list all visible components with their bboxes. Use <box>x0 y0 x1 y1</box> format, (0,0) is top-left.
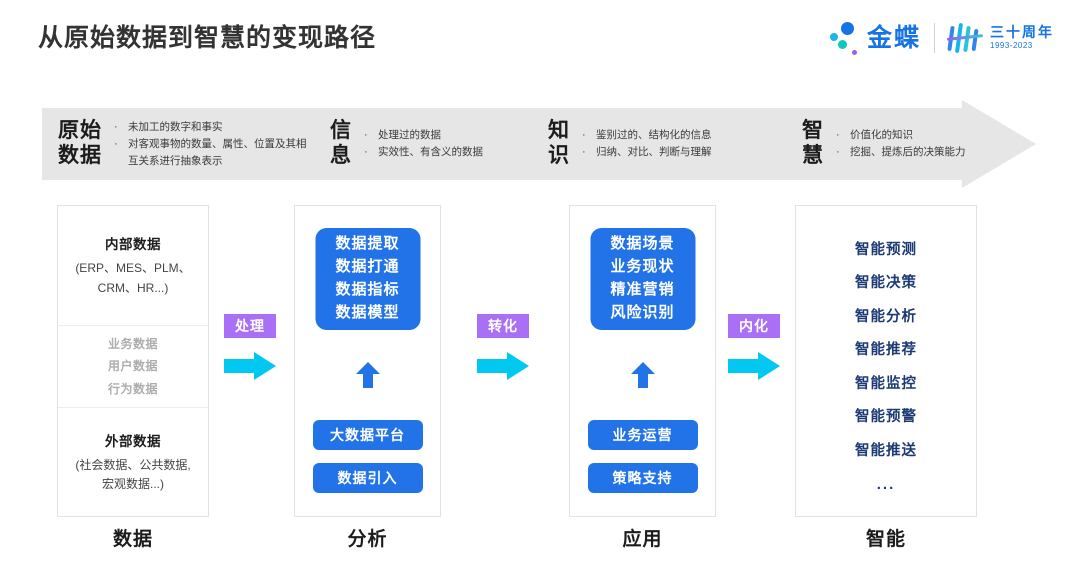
up-arrow-icon <box>355 362 380 388</box>
panel-item: 业务现状 <box>610 258 675 276</box>
internal-data-block: 内部数据 (ERP、MES、PLM、 CRM、HR...) <box>58 206 208 326</box>
stage-title: 智 慧 <box>802 119 824 167</box>
stage-title: 信 息 <box>330 119 352 167</box>
stage-bullet: 实效性、有含义的数据 <box>378 146 483 158</box>
column-caption-data: 数据 <box>112 529 153 550</box>
column-caption-analysis: 分析 <box>347 529 388 550</box>
column-data: 内部数据 (ERP、MES、PLM、 CRM、HR...) 业务数据 用户数据 … <box>57 205 209 517</box>
bullet-dot-icon: · <box>582 128 586 141</box>
right-arrow-icon <box>477 352 529 380</box>
list-item: 智能预警 <box>855 409 917 426</box>
kingdee-dots-icon <box>828 20 862 56</box>
internal-data-subtitle: (ERP、MES、PLM、 CRM、HR...) <box>75 261 191 295</box>
stage-bullet: 未加工的数字和事实 <box>128 121 223 134</box>
application-panel: 数据场景 业务现状 精准营销 风险识别 <box>590 228 695 330</box>
list-item: 智能推荐 <box>855 342 917 359</box>
stage-bullet: 归纳、对比、判断与理解 <box>596 146 712 158</box>
external-data-subtitle: (社会数据、公共数据, 宏观数据...) <box>75 457 191 491</box>
stage-bullet: 价值化的知识 <box>850 128 913 141</box>
stage-bullet-list: · 未加工的数字和事实 · 对客观事物的数量、属性、位置及其相互关系进行抽象表示 <box>114 119 313 169</box>
panel-item: 数据场景 <box>610 235 675 253</box>
stage-title: 知 识 <box>548 119 570 167</box>
analysis-panel: 数据提取 数据打通 数据指标 数据模型 <box>315 228 420 330</box>
stage-bullet: 鉴别过的、结构化的信息 <box>596 128 712 141</box>
analysis-pill-platform[interactable]: 大数据平台 <box>312 420 423 450</box>
external-data-title: 外部数据 <box>105 433 161 449</box>
application-pill-operations[interactable]: 业务运营 <box>587 420 698 450</box>
list-item: 智能分析 <box>855 308 917 325</box>
stage-wisdom: 智 慧 · 价值化的知识 · 挖掘、提炼后的决策能力 <box>802 108 966 180</box>
panel-item: 数据提取 <box>335 235 400 253</box>
stage-information: 信 息 · 处理过的数据 · 实效性、有含义的数据 <box>330 108 483 180</box>
list-item: 智能决策 <box>855 275 917 292</box>
brand-logo: 金蝶 三十周年 1993-2023 <box>828 17 1054 59</box>
right-arrow-icon <box>224 352 276 380</box>
bullet-dot-icon: · <box>364 146 368 158</box>
column-intelligence: 智能预测 智能决策 智能分析 智能推荐 智能监控 智能预警 智能推送 ... <box>795 205 977 517</box>
connector-transformation: 转化 <box>477 314 535 380</box>
bullet-dot-icon: · <box>114 121 118 134</box>
stage-knowledge: 知 识 · 鉴别过的、结构化的信息 · 归纳、对比、判断与理解 <box>548 108 712 180</box>
logo-divider <box>934 23 935 53</box>
bullet-dot-icon: · <box>836 146 840 158</box>
stage-bullet: 处理过的数据 <box>378 128 441 141</box>
stage-raw-data: 原始 数据 · 未加工的数字和事实 · 对客观事物的数量、属性、位置及其相互关系进行… <box>58 108 313 180</box>
up-arrow-icon <box>630 362 655 388</box>
list-item: 智能预测 <box>855 241 917 258</box>
stage-bullet: 挖掘、提炼后的决策能力 <box>850 146 966 158</box>
list-item: 智能监控 <box>855 375 917 392</box>
list-item: 业务数据 <box>107 337 158 352</box>
connector-label: 内化 <box>728 314 780 338</box>
anniversary-mark-icon <box>946 22 984 54</box>
page-title: 从原始数据到智慧的变现路径 <box>38 24 377 52</box>
stage-banner-arrow <box>42 100 1036 188</box>
stage-bullet-list: · 鉴别过的、结构化的信息 · 归纳、对比、判断与理解 <box>582 127 712 161</box>
bullet-dot-icon: · <box>114 138 118 151</box>
column-caption-intelligence: 智能 <box>865 529 906 550</box>
external-data-block: 外部数据 (社会数据、公共数据, 宏观数据...) <box>58 408 208 516</box>
analysis-pill-ingest[interactable]: 数据引入 <box>312 463 423 493</box>
brand-name: 金蝶 <box>866 23 921 52</box>
intelligence-list: 智能预测 智能决策 智能分析 智能推荐 智能监控 智能预警 智能推送 ... <box>796 206 976 516</box>
connector-processing: 处理 <box>224 314 282 380</box>
middle-data-block: 业务数据 用户数据 行为数据 <box>58 326 208 408</box>
stage-title: 原始 数据 <box>58 119 102 167</box>
right-arrow-icon <box>728 352 780 380</box>
list-item: 行为数据 <box>107 381 158 396</box>
column-caption-application: 应用 <box>622 529 663 550</box>
stage-bullet: 对客观事物的数量、属性、位置及其相互关系进行抽象表示 <box>128 138 307 167</box>
bullet-dot-icon: · <box>582 146 586 158</box>
column-analysis: 数据提取 数据打通 数据指标 数据模型 大数据平台 数据引入 <box>294 205 441 517</box>
stage-bullet-list: · 处理过的数据 · 实效性、有含义的数据 <box>364 127 483 161</box>
panel-item: 数据打通 <box>335 258 400 276</box>
bullet-dot-icon: · <box>364 128 368 141</box>
connector-label: 处理 <box>224 314 276 338</box>
anniversary-years: 1993-2023 <box>990 41 1033 51</box>
panel-item: 数据指标 <box>335 281 400 298</box>
connector-label: 转化 <box>477 314 529 338</box>
panel-item: 风险识别 <box>610 303 675 321</box>
anniversary-text: 三十周年 1993-2023 <box>990 25 1054 50</box>
application-pill-strategy[interactable]: 策略支持 <box>587 463 698 493</box>
stage-bullet-list: · 价值化的知识 · 挖掘、提炼后的决策能力 <box>836 127 966 161</box>
internal-data-title: 内部数据 <box>105 237 161 253</box>
list-item: 用户数据 <box>107 359 158 374</box>
list-ellipsis: ... <box>876 475 896 493</box>
column-application: 数据场景 业务现状 精准营销 风险识别 业务运营 策略支持 <box>569 205 716 517</box>
anniversary-label: 三十周年 <box>990 24 1054 41</box>
panel-item: 精准营销 <box>610 281 675 298</box>
bullet-dot-icon: · <box>836 128 840 141</box>
panel-item: 数据模型 <box>335 303 400 321</box>
connector-internalization: 内化 <box>728 314 786 380</box>
list-item: 智能推送 <box>855 442 917 459</box>
